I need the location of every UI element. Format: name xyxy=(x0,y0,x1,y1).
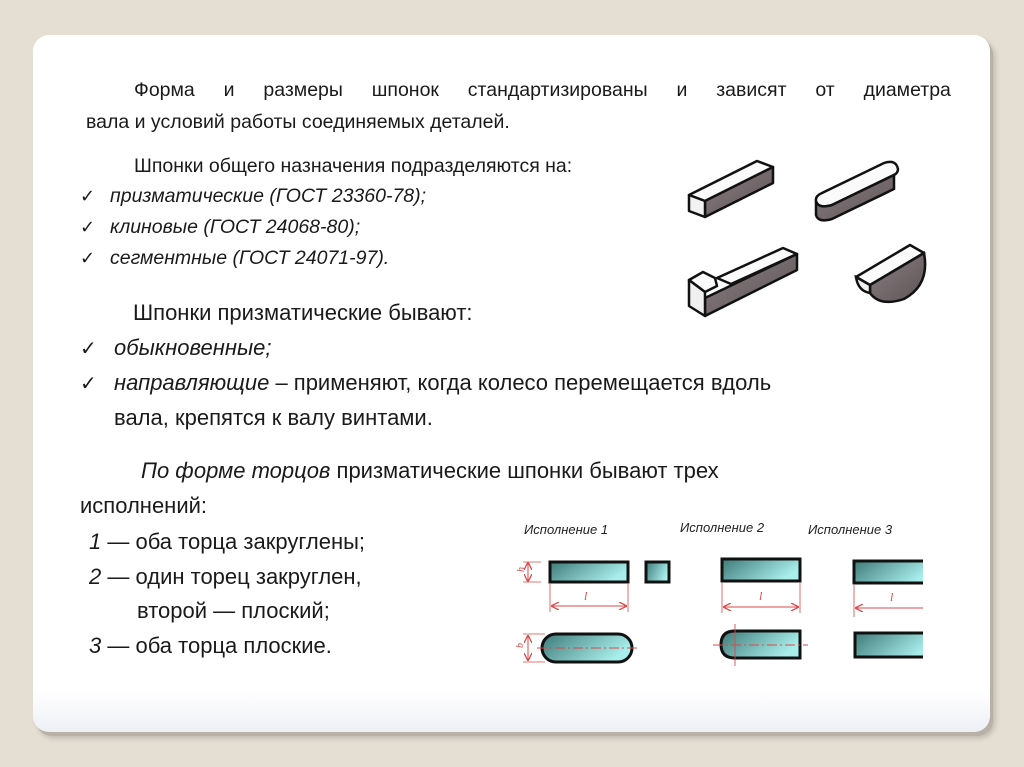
svg-text:h: h xyxy=(516,567,527,572)
list-item-text: клиновые (ГОСТ 24068-80); xyxy=(110,216,361,238)
end-shapes-term: По форме торцов xyxy=(141,458,331,483)
prismatic-key-image xyxy=(687,159,775,219)
list-item-continuation: вала, крепятся к валу винтами. xyxy=(114,405,433,430)
variant-text: — оба торца плоские. xyxy=(101,633,332,658)
list-item-text: обыкновенные; xyxy=(114,335,272,360)
variant-number: 3 xyxy=(89,633,102,658)
word: Форма xyxy=(134,79,195,101)
word: и xyxy=(676,79,688,101)
variant-2-section-view xyxy=(713,624,808,666)
list-item: ✓ сегментные (ГОСТ 24071-97). xyxy=(80,247,389,270)
intro-line-1: Форма и размеры шпонок стандартизированы… xyxy=(86,75,951,106)
general-purpose-heading: Шпонки общего назначения подразделяются … xyxy=(134,155,573,177)
svg-text:l: l xyxy=(890,590,894,604)
variant-text: — один торец закруглен, xyxy=(101,564,362,589)
variant-2-continuation: второй — плоский; xyxy=(137,598,330,623)
variant-3-label: Исполнение 3 xyxy=(808,522,893,537)
end-shapes-line-2: исполнений: xyxy=(80,493,208,518)
list-item-text: – применяют, когда колесо перемещается в… xyxy=(269,370,772,395)
check-icon: ✓ xyxy=(80,373,97,395)
intro-line-2: вала и условий работы соединяемых детале… xyxy=(86,111,510,133)
variant-3: 3 — оба торца плоские. xyxy=(89,633,332,659)
check-icon: ✓ xyxy=(80,186,96,206)
woodruff-key-image xyxy=(854,243,927,304)
rounded-prismatic-key-image xyxy=(814,160,900,222)
variant-number: 2 xyxy=(89,564,102,589)
variant-3-section-view xyxy=(853,631,923,659)
gib-head-key-image xyxy=(687,246,799,318)
word: шпонок xyxy=(371,79,439,101)
check-icon: ✓ xyxy=(80,217,96,237)
list-item-term: направляющие xyxy=(114,370,270,395)
key-variants-diagram: h l b l xyxy=(515,557,923,666)
end-shapes-line-1: По форме торцов призматические шпонки бы… xyxy=(141,458,719,484)
slide: Форма и размеры шпонок стандартизированы… xyxy=(33,35,990,732)
word: стандартизированы xyxy=(467,79,648,101)
variant-1-label: Исполнение 1 xyxy=(524,522,609,537)
word: размеры xyxy=(263,79,343,101)
check-icon: ✓ xyxy=(80,338,97,360)
word: от xyxy=(815,79,835,101)
list-item: ✓ клиновые (ГОСТ 24068-80); xyxy=(80,216,360,239)
list-item: ✓ призматические (ГОСТ 23360-78); xyxy=(80,185,426,208)
variant-1: 1 — оба торца закруглены; xyxy=(89,529,365,555)
end-shapes-text: призматические шпонки бывают трех xyxy=(330,458,719,483)
variant-text: — оба торца закруглены; xyxy=(101,529,366,554)
variant-1-section-view: b xyxy=(515,632,638,664)
variant-3-top-view: l xyxy=(852,559,923,617)
variant-2-top-view: l xyxy=(720,557,802,613)
word: зависят xyxy=(716,79,787,101)
variant-2: 2 — один торец закруглен, xyxy=(89,564,362,590)
variant-1-top-view: h l xyxy=(516,560,671,612)
variant-number: 1 xyxy=(89,529,102,554)
list-item: ✓ обыкновенные; xyxy=(80,335,272,361)
list-item: ✓ направляющие – применяют, когда колесо … xyxy=(80,370,771,396)
svg-text:l: l xyxy=(759,589,763,603)
word: и xyxy=(223,79,235,101)
list-item-text: призматические (ГОСТ 23360-78); xyxy=(110,185,427,207)
list-item-text: сегментные (ГОСТ 24071-97). xyxy=(110,247,390,269)
check-icon: ✓ xyxy=(80,248,96,268)
word: диаметра xyxy=(863,79,951,101)
prismatic-types-heading: Шпонки призматические бывают: xyxy=(133,300,473,325)
svg-text:l: l xyxy=(584,589,588,603)
svg-text:b: b xyxy=(515,643,526,648)
variant-2-label: Исполнение 2 xyxy=(680,520,765,535)
